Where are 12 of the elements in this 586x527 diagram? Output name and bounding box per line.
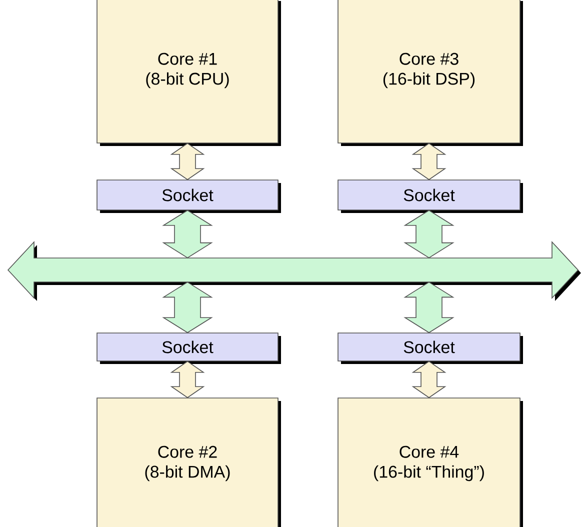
socket-box: Socket	[96, 180, 281, 213]
double-arrow	[404, 210, 454, 258]
double-arrow	[162, 210, 213, 258]
core-box: Core #3 (16-bit DSP)	[338, 0, 523, 146]
core-box: Core #2 (8-bit DMA)	[96, 398, 281, 527]
double-arrow	[404, 282, 454, 334]
core-box: Core #1 (8-bit CPU)	[96, 0, 281, 146]
double-arrow	[162, 282, 213, 334]
socket-box: Socket	[338, 180, 523, 213]
core-box: Core #4 (16-bit “Thing”)	[338, 398, 523, 527]
socket-box: Socket	[96, 332, 281, 364]
socket-box: Socket	[338, 332, 523, 364]
